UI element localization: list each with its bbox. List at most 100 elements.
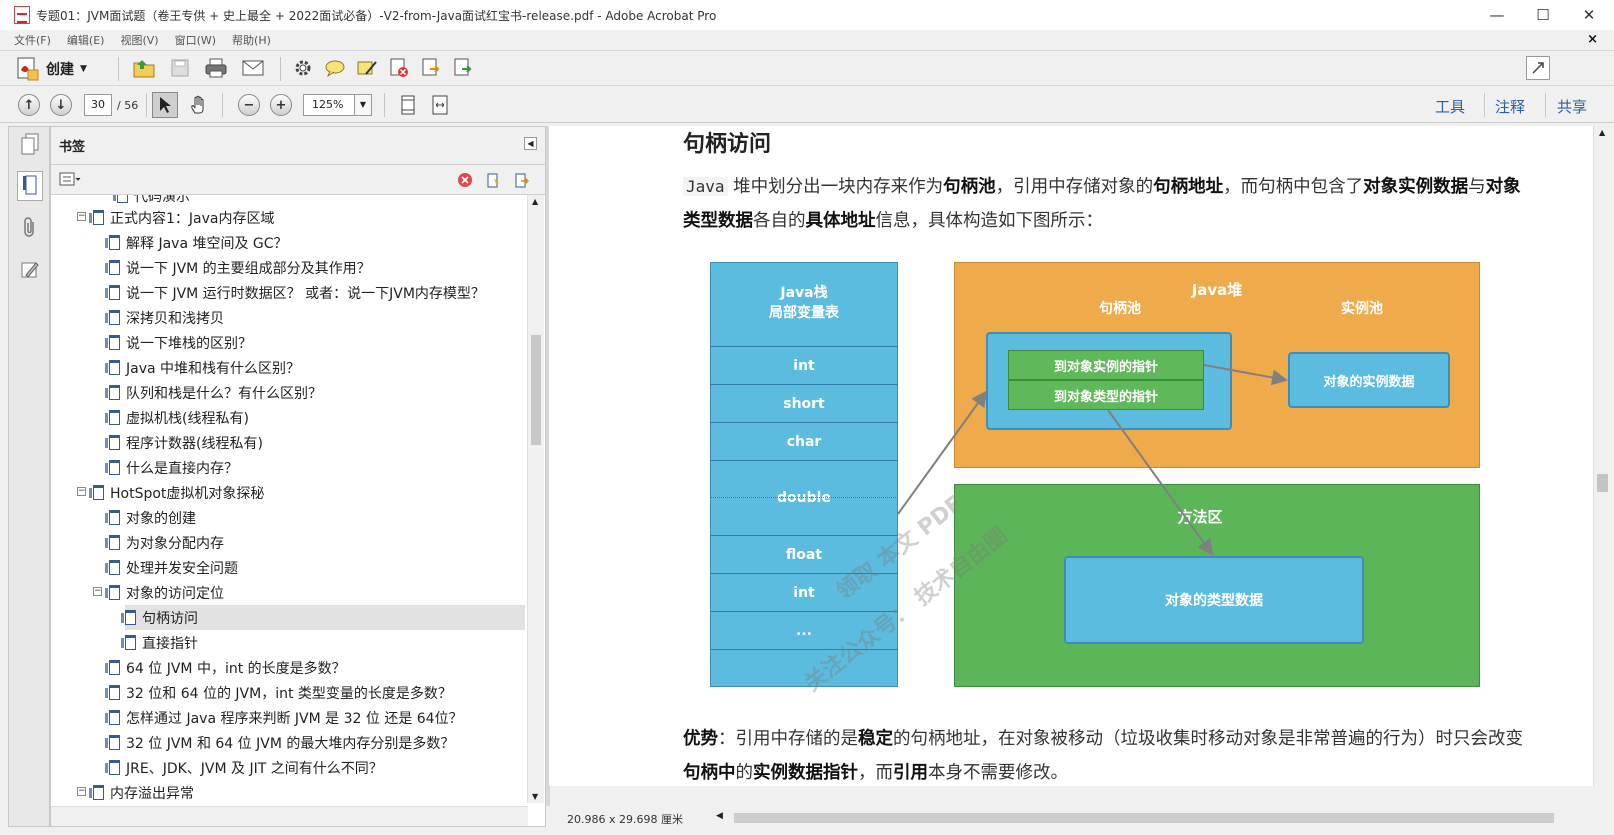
document-scrollbar[interactable]: ▲ <box>1593 126 1611 786</box>
bookmark-icon <box>105 660 120 675</box>
bookmark-item[interactable]: 处理并发安全问题 <box>105 555 238 580</box>
menu-file[interactable]: 文件(F) <box>14 34 51 47</box>
expand-bookmark-button[interactable] <box>513 172 529 188</box>
bookmark-item[interactable]: HotSpot虚拟机对象探秘 <box>89 480 264 505</box>
next-page-button[interactable]: ↓ <box>50 94 72 116</box>
signatures-button[interactable] <box>17 255 43 285</box>
collapse-toggle[interactable]: − <box>93 586 102 596</box>
document-hscrollbar[interactable]: ◀ <box>714 810 1574 826</box>
redact-icon[interactable] <box>387 56 411 80</box>
close-document-button[interactable]: × <box>1587 32 1598 47</box>
previous-page-button[interactable]: ↑ <box>18 94 40 116</box>
bookmark-item[interactable]: 64 位 JVM 中，int 的长度是多数？ <box>105 655 346 680</box>
scrollbar-thumb[interactable] <box>734 813 1554 823</box>
bookmark-label: Java 中堆和栈有什么区别？ <box>126 360 301 377</box>
fit-page-button[interactable] <box>396 93 420 117</box>
bookmark-icon <box>89 785 104 800</box>
bookmark-item[interactable]: 32 位 JVM 和 64 位 JVM 的最大堆内存分别是多数？ <box>105 730 454 755</box>
scroll-up-icon[interactable]: ▲ <box>1599 128 1606 137</box>
menu-window[interactable]: 窗口(W) <box>174 34 217 47</box>
highlight-icon[interactable] <box>355 56 379 80</box>
bookmark-item-selected[interactable]: 句柄访问 <box>121 605 525 630</box>
email-icon[interactable] <box>241 56 265 80</box>
options-menu-button[interactable] <box>59 172 81 189</box>
panel-splitter[interactable] <box>546 126 550 806</box>
comment-tab[interactable]: 注释 <box>1495 98 1526 116</box>
menu-edit[interactable]: 编辑(E) <box>66 34 105 47</box>
bookmark-item[interactable]: 程序计数器(线程私有) <box>105 430 263 455</box>
collapse-toggle[interactable]: − <box>77 211 86 221</box>
bookmarks-button[interactable] <box>17 171 43 201</box>
tools-tab[interactable]: 工具 <box>1435 98 1466 116</box>
scrollbar-thumb[interactable] <box>531 335 541 445</box>
bold-text: 稳定 <box>858 729 893 749</box>
chevron-left-icon: ◀ <box>527 139 534 148</box>
attachments-button[interactable] <box>17 213 43 243</box>
scrollbar-thumb[interactable] <box>1597 474 1608 492</box>
expand-icon[interactable] <box>1526 56 1550 80</box>
delete-bookmark-button[interactable] <box>457 172 473 188</box>
menu-view[interactable]: 视图(V) <box>120 34 159 47</box>
share-tab[interactable]: 共享 <box>1557 98 1588 116</box>
fit-width-button[interactable] <box>428 93 452 117</box>
zoom-in-button[interactable]: + <box>270 94 292 116</box>
new-bookmark-button[interactable] <box>485 172 501 188</box>
zoom-dropdown-button[interactable]: ▼ <box>355 94 372 116</box>
bookmark-icon <box>105 310 120 325</box>
bookmark-icon <box>105 385 120 400</box>
bookmark-item[interactable]: 怎样通过 Java 程序来判断 JVM 是 32 位 还是 64位？ <box>105 705 463 730</box>
page-thumbnails-button[interactable] <box>17 129 43 159</box>
bookmark-item[interactable]: 说一下 JVM 的主要组成部分及其作用？ <box>105 255 371 280</box>
scroll-left-icon[interactable]: ◀ <box>716 811 723 821</box>
save-icon[interactable] <box>168 56 192 80</box>
bookmark-item[interactable]: JRE、JDK、JVM 及 JIT 之间有什么不同？ <box>105 755 383 780</box>
menu-help[interactable]: 帮助(H) <box>232 34 271 47</box>
maximize-button[interactable]: ☐ <box>1536 6 1550 24</box>
main-toolbar: 创建 ▼ <box>0 50 1614 86</box>
comment-icon[interactable] <box>323 56 347 80</box>
open-folder-icon[interactable] <box>132 56 156 80</box>
send-icon[interactable] <box>451 56 475 80</box>
bookmark-item[interactable]: 对象的创建 <box>105 505 196 530</box>
bookmark-item[interactable]: 对象的访问定位 <box>105 580 224 605</box>
hand-tool-button[interactable] <box>186 92 212 118</box>
minimize-button[interactable]: — <box>1489 6 1505 24</box>
bookmark-item[interactable]: 内存溢出异常 <box>89 780 194 803</box>
collapse-panel-button[interactable]: ◀ <box>524 137 537 150</box>
collapse-toggle[interactable]: − <box>77 786 86 796</box>
zoom-level-input[interactable]: 125% <box>303 94 355 116</box>
gear-icon[interactable] <box>291 56 315 80</box>
bookmark-item[interactable]: 解释 Java 堆空间及 GC？ <box>105 230 288 255</box>
close-button[interactable]: ✕ <box>1582 6 1596 24</box>
bookmarks-scrollbar[interactable]: ▲ ▼ <box>527 195 544 803</box>
bookmark-item[interactable]: 32 位和 64 位的 JVM，int 类型变量的长度是多数？ <box>105 680 452 705</box>
bookmark-item[interactable]: 虚拟机栈(线程私有) <box>105 405 249 430</box>
bookmark-item[interactable]: 为对象分配内存 <box>105 530 224 555</box>
bookmark-item[interactable]: 代码演示 <box>113 195 190 208</box>
bookmark-item[interactable]: 正式内容1：Java内存区域 <box>89 205 274 230</box>
stack-cell <box>710 649 898 687</box>
bookmark-item[interactable]: 什么是直接内存？ <box>105 455 238 480</box>
print-icon[interactable] <box>204 56 228 80</box>
bookmark-label: 处理并发安全问题 <box>126 560 238 577</box>
scroll-up-icon[interactable]: ▲ <box>532 197 539 206</box>
create-button[interactable]: 创建 ▼ <box>14 55 87 83</box>
scroll-down-icon[interactable]: ▼ <box>532 792 539 801</box>
bookmark-item[interactable]: 说一下堆栈的区别？ <box>105 330 252 355</box>
bookmark-item[interactable]: 说一下 JVM 运行时数据区？ 或者：说一下JVM内存模型？ <box>105 280 485 305</box>
handle-pool-label: 句柄池 <box>1099 301 1141 317</box>
zoom-out-button[interactable]: − <box>238 94 260 116</box>
bookmark-icon <box>121 610 136 625</box>
page-dimensions: 20.986 x 29.698 厘米 <box>567 813 683 826</box>
select-tool-button[interactable] <box>152 92 178 118</box>
bookmark-item[interactable]: 深拷贝和浅拷贝 <box>105 305 224 330</box>
collapse-toggle[interactable]: − <box>77 486 86 496</box>
create-pdf-icon <box>17 57 39 81</box>
bookmark-item[interactable]: 直接指针 <box>121 630 198 655</box>
bookmark-item[interactable]: Java 中堆和栈有什么区别？ <box>105 355 301 380</box>
bookmark-item[interactable]: 队列和栈是什么？有什么区别？ <box>105 380 322 405</box>
bookmarks-hscrollbar[interactable] <box>51 806 528 826</box>
export-icon[interactable] <box>419 56 443 80</box>
page-number-input[interactable]: 30 <box>84 94 112 116</box>
text-run: ，引用中存储对象的 <box>995 177 1154 197</box>
